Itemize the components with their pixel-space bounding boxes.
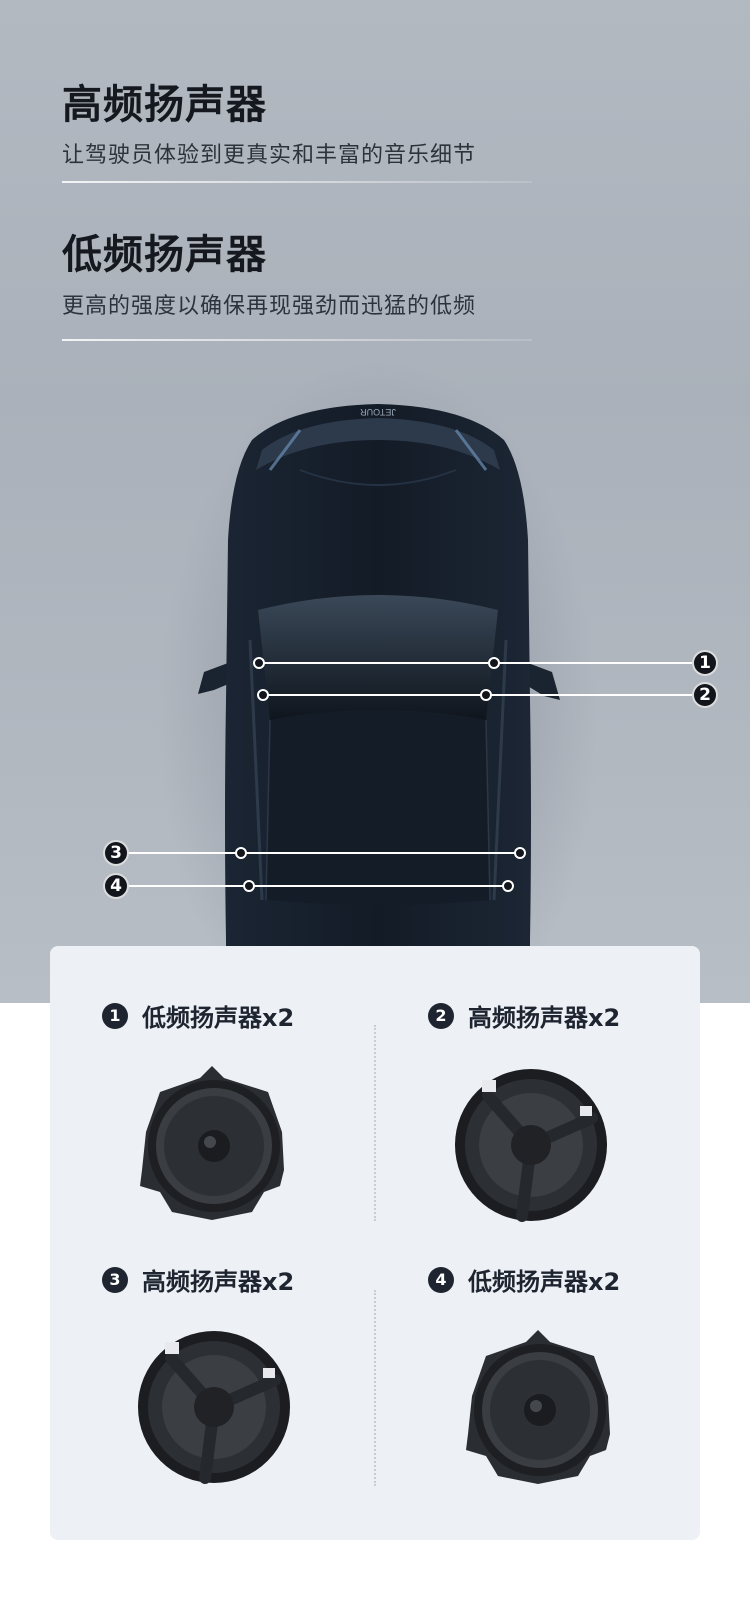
speaker-point-1b — [488, 657, 500, 669]
speaker-label-2: 2 高频扬声器x2 — [428, 998, 620, 1033]
speaker-point-3a — [235, 847, 247, 859]
section-subtitle-woofer: 更高的强度以确保再现强劲而迅猛的低频 — [62, 294, 477, 319]
speaker-label-1: 1 低频扬声器x2 — [102, 998, 294, 1033]
speaker-point-4a — [243, 880, 255, 892]
divider-line — [62, 339, 532, 341]
speaker-number-4: 4 — [428, 1266, 454, 1293]
car-brand-text: JETOUR — [360, 407, 396, 417]
tweeter-image — [138, 1331, 290, 1484]
callout-badge-2: 2 — [692, 682, 718, 708]
callout-badge-3: 3 — [103, 840, 129, 866]
speaker-label-3: 3 高频扬声器x2 — [102, 1262, 294, 1297]
woofer-image — [140, 1066, 284, 1220]
speaker-point-2a — [257, 689, 269, 701]
column-divider — [374, 1025, 376, 1221]
speaker-label-text: 高频扬声器x2 — [468, 1004, 621, 1032]
car-top-view: JETOUR — [158, 360, 598, 1003]
speaker-label-text: 低频扬声器x2 — [142, 1004, 295, 1032]
speaker-label-4: 4 低频扬声器x2 — [428, 1262, 620, 1297]
callout-badge-1: 1 — [692, 650, 718, 676]
divider-line — [62, 181, 532, 183]
woofer-image — [466, 1330, 610, 1484]
speaker-number-1: 1 — [102, 1002, 128, 1029]
speaker-label-text: 低频扬声器x2 — [468, 1268, 621, 1296]
speaker-point-2b — [480, 689, 492, 701]
speaker-number-2: 2 — [428, 1002, 454, 1029]
tweeter-image — [455, 1069, 607, 1222]
speaker-number-3: 3 — [102, 1266, 128, 1293]
column-divider — [374, 1290, 376, 1486]
section-title-woofer: 低频扬声器 — [62, 232, 267, 278]
speaker-point-3b — [514, 847, 526, 859]
speaker-point-1a — [253, 657, 265, 669]
speaker-label-text: 高频扬声器x2 — [142, 1268, 295, 1296]
speaker-point-4b — [502, 880, 514, 892]
section-subtitle-tweeter: 让驾驶员体验到更真实和丰富的音乐细节 — [62, 143, 477, 168]
callout-badge-4: 4 — [103, 873, 129, 899]
section-title-tweeter: 高频扬声器 — [62, 82, 267, 128]
